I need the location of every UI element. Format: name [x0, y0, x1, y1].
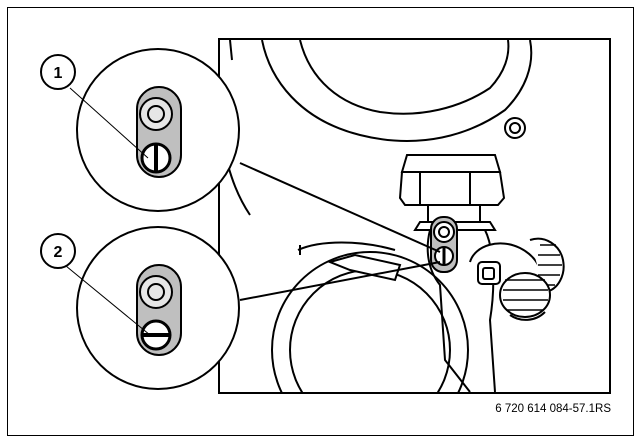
leader-line-1 [239, 162, 441, 253]
callout-2: 2 [40, 233, 151, 336]
detail-view-1 [76, 48, 240, 212]
main-view-frame [218, 38, 611, 394]
detail-view-2 [76, 226, 240, 390]
nut [398, 171, 506, 206]
callout-1-number: 1 [54, 65, 63, 82]
housing-top [261, 40, 533, 142]
bolt [504, 117, 526, 139]
callout-2-number: 2 [54, 244, 63, 261]
knob-dial [499, 272, 551, 318]
leader-line-2 [239, 261, 441, 301]
main-view [218, 38, 611, 394]
callout-1: 1 [40, 54, 149, 159]
outer-frame [7, 7, 634, 436]
figure-code: 6 720 614 084-57.1RS [495, 403, 611, 415]
